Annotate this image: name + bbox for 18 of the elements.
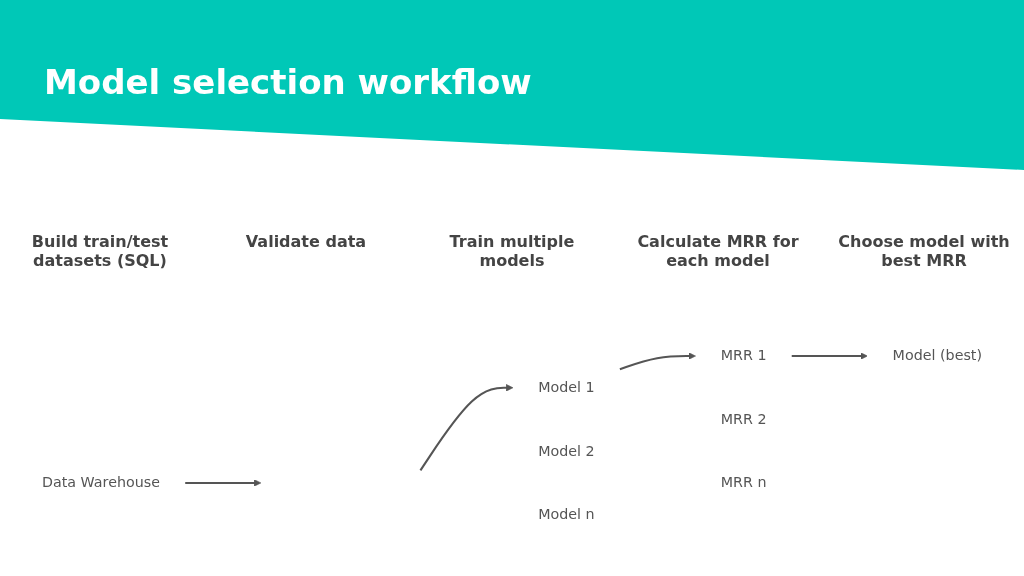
step-heading: Choose model with best MRR <box>837 232 1011 270</box>
node-text: Model 2 <box>538 441 595 459</box>
arrow <box>419 383 514 471</box>
step-heading: Build train/test datasets (SQL) <box>30 232 170 270</box>
node-text: MRR 2 <box>720 410 767 427</box>
step-heading: Validate data <box>244 232 368 253</box>
node-text: MRR 1 <box>720 346 767 364</box>
arrow <box>619 352 696 370</box>
node-text: Model 1 <box>538 378 595 396</box>
node-text: Model n <box>538 505 595 523</box>
step-heading: Train multiple models <box>448 232 576 270</box>
step-heading: Calculate MRR for each model <box>636 232 800 270</box>
node-text: MRR n <box>720 473 767 491</box>
node-text: Model (best) <box>892 346 983 364</box>
arrow <box>791 352 868 360</box>
title: Model selection workflow <box>44 62 532 102</box>
node-text: Data Warehouse <box>41 473 161 491</box>
arrow <box>185 478 262 487</box>
